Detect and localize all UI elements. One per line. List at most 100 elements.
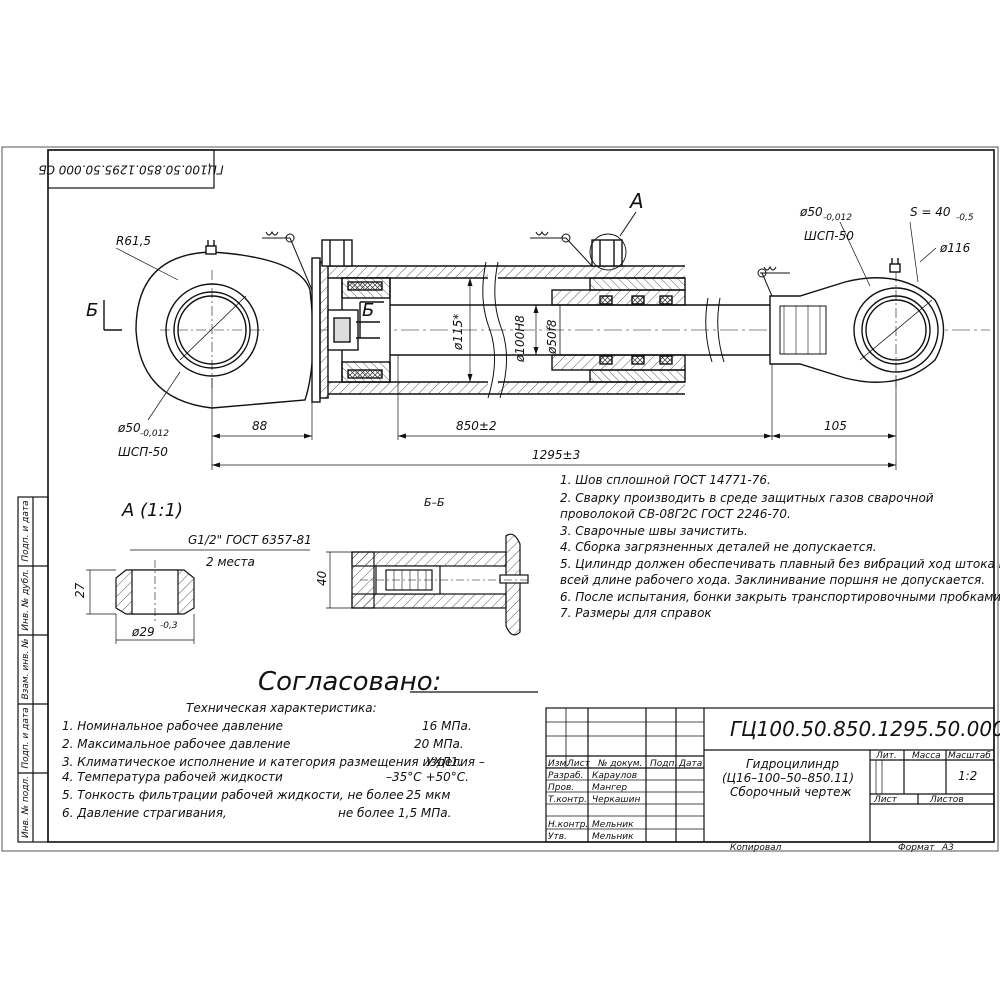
dim-right-bore-tol: -0,012 xyxy=(823,213,852,223)
sheet-frame xyxy=(1,146,999,852)
tb-person-1: Караулов xyxy=(592,771,637,781)
tech-specs: Техническая характеристика: 1. Номинальн… xyxy=(62,701,485,820)
tb-person-3: Черкашин xyxy=(592,795,640,805)
spec-value-2: 20 МПа. xyxy=(414,737,464,751)
tb-format: А3 xyxy=(941,843,954,853)
view-a-d29: ø29 xyxy=(131,625,155,639)
tb-role-1: Разраб. xyxy=(548,771,583,781)
dim-left-bearing: ШСП-50 xyxy=(118,445,168,459)
section-marker-center: Б xyxy=(362,300,374,321)
section-bb: Б–Б 40 xyxy=(315,496,530,636)
title-block-texts: ГЦ100.50.850.1295.50.000 СБ Гидроцилиндр… xyxy=(548,717,1000,853)
note-line-5: 4. Сборка загрязненных деталей не допуск… xyxy=(560,540,877,554)
note-line-1: 1. Шов сплошной ГОСТ 14771-76. xyxy=(560,473,771,487)
spec-value-1: 16 МПа. xyxy=(422,719,472,733)
section-markers xyxy=(103,300,384,338)
dim-r61: R61,5 xyxy=(116,234,151,248)
view-a-d29-tol: -0,3 xyxy=(160,621,178,631)
view-a-title: А (1:1) xyxy=(121,500,183,521)
section-bb-h40: 40 xyxy=(315,570,329,586)
dim-left-bore-tol: -0,012 xyxy=(140,429,169,439)
section-bb-title: Б–Б xyxy=(424,496,445,509)
spec-label-3: 3. Климатическое исполнение и категория … xyxy=(62,755,485,769)
tb-role-5: Н.контр. xyxy=(548,820,588,830)
weld-symbols xyxy=(262,230,790,297)
specs-title: Техническая характеристика: xyxy=(186,701,377,715)
side-label-1: Подп. и дата xyxy=(21,500,31,561)
tb-hdr-izm: Изм. xyxy=(548,759,569,769)
dim-88: 88 xyxy=(252,419,268,433)
dim-d100: ø100Н8 xyxy=(513,315,527,363)
tb-hdr-list: Лист xyxy=(566,759,591,769)
spec-value-5: 25 мкм xyxy=(406,788,450,802)
note-line-6: 5. Цилиндр должен обеспечивать плавный б… xyxy=(560,557,1000,571)
note-line-9: 7. Размеры для справок xyxy=(560,606,712,620)
note-line-7: всей длине рабочего хода. Заклинивание п… xyxy=(560,573,985,587)
side-label-5: Инв. № подл. xyxy=(21,776,31,838)
drawing-frame xyxy=(47,149,995,843)
tb-lit: Лит. xyxy=(875,751,897,761)
tb-person-2: Мангер xyxy=(592,783,627,793)
tb-scale-label: Масштаб xyxy=(948,751,991,761)
spec-label-6: 6. Давление страгивания, xyxy=(62,806,227,820)
tb-hdr-sign: Подп. xyxy=(650,759,677,769)
dim-850: 850±2 xyxy=(456,419,497,433)
spec-label-1: 1. Номинальное рабочее давление xyxy=(62,719,283,733)
tb-role-3: Т.контр. xyxy=(548,795,587,805)
rotated-code-text: ГЦ100.50.850.1295.50.000 СБ xyxy=(38,163,223,177)
note-line-2: 2. Сварку производить в среде защитных г… xyxy=(560,491,934,505)
view-a-marker: А xyxy=(628,189,644,213)
tb-role-6: Утв. xyxy=(548,832,567,842)
note-line-8: 6. После испытания, бонки закрыть трансп… xyxy=(560,590,1000,604)
tb-designation: ГЦ100.50.850.1295.50.000 СБ xyxy=(730,717,1000,741)
tb-role-2: Пров. xyxy=(548,783,574,793)
dim-right-bore: ø50 xyxy=(799,205,823,219)
side-columns xyxy=(17,496,49,843)
dim-s40: S = 40 xyxy=(910,205,951,219)
technical-notes: 1. Шов сплошной ГОСТ 14771-76. 2. Сварку… xyxy=(560,473,1000,620)
dim-1295: 1295±3 xyxy=(532,448,580,462)
tb-name-1: Гидроцилиндр xyxy=(746,757,839,771)
agreed-block: Согласовано: xyxy=(258,667,538,697)
tb-hdr-date: Дата xyxy=(678,759,702,769)
cylinder-assembly xyxy=(135,233,990,409)
side-label-4: Подп. и дата xyxy=(21,707,31,768)
dim-d115: ø115* xyxy=(451,314,465,351)
view-a-places: 2 места xyxy=(206,555,255,569)
dim-d50f8: ø50f8 xyxy=(545,319,559,355)
spec-value-4: –35°С +50°С. xyxy=(386,770,469,784)
rotated-code-box: ГЦ100.50.850.1295.50.000 СБ xyxy=(38,149,224,189)
dim-105: 105 xyxy=(824,419,847,433)
tb-person-5: Мельник xyxy=(592,820,634,830)
tb-copied: Копировал xyxy=(730,843,782,853)
dim-left-bore: ø50 xyxy=(117,421,141,435)
view-a-marker-group: А xyxy=(619,189,644,237)
spec-label-2: 2. Максимальное рабочее давление xyxy=(62,737,290,751)
spec-label-4: 4. Температура рабочей жидкости xyxy=(62,770,283,784)
title-block-grid xyxy=(545,707,995,843)
dimension-texts: R61,5 ø50 -0,012 ШСП-50 ø50 -0,012 ШСП-5… xyxy=(116,205,974,462)
side-label-texts: Подп. и дата Инв. № дубл. Взам. инв. № П… xyxy=(21,500,31,838)
tb-name-2: (Ц16–100–50–850.11) xyxy=(722,771,854,785)
side-label-2: Инв. № дубл. xyxy=(21,569,31,631)
dimension-arrows xyxy=(212,278,896,468)
view-a-h27: 27 xyxy=(73,582,87,598)
tb-person-6: Мельник xyxy=(592,832,634,842)
tb-scale: 1:2 xyxy=(958,769,977,783)
dim-d116: ø116 xyxy=(939,241,971,255)
tb-name-3: Сборочный чертеж xyxy=(730,785,852,799)
dim-right-bearing: ШСП-50 xyxy=(804,229,854,243)
view-a: А (1:1) G1/2" ГОСТ 6357-81 2 места 27 ø2… xyxy=(73,500,312,644)
tb-sheet: Лист xyxy=(873,795,898,805)
note-line-4: 3. Сварочные швы зачистить. xyxy=(560,524,748,538)
dim-s40-tol: -0,5 xyxy=(956,213,974,223)
spec-value-3: УХЛ1. xyxy=(426,755,462,769)
spec-label-5: 5. Тонкость фильтрации рабочей жидкости,… xyxy=(62,788,404,802)
tb-format-label: Формат xyxy=(898,843,935,853)
spec-value-6: не более 1,5 МПа. xyxy=(338,806,451,820)
side-label-3: Взам. инв. № xyxy=(21,638,31,699)
title-block-left-grid xyxy=(546,708,704,842)
note-line-3: проволокой СВ-08Г2С ГОСТ 2246-70. xyxy=(560,507,791,521)
tb-hdr-doc: № докум. xyxy=(597,759,642,769)
